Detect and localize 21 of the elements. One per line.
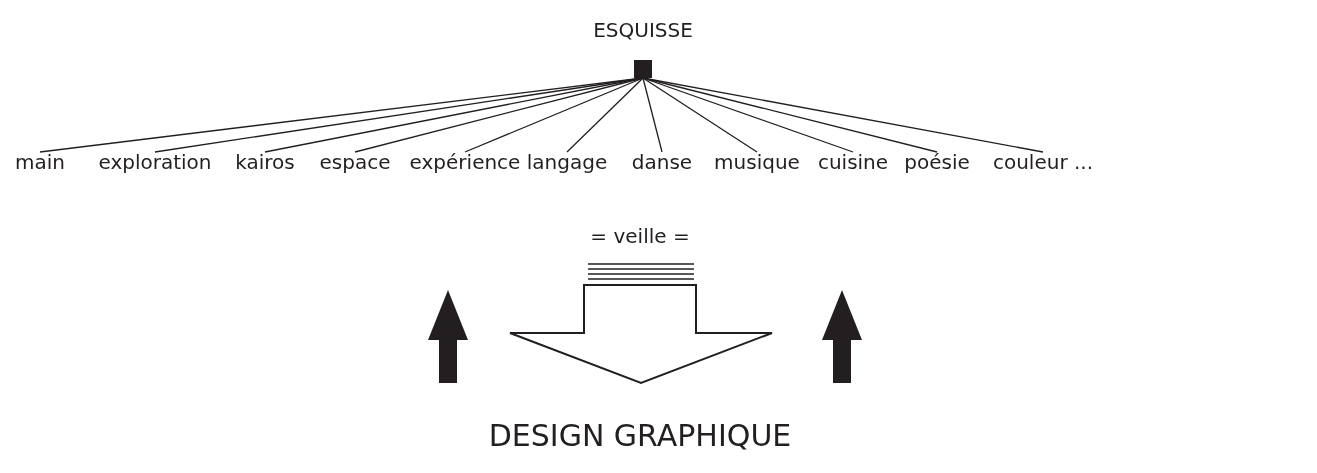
node-label: couleur ...	[992, 150, 1094, 174]
connector-line	[642, 77, 758, 153]
node-label: langage	[526, 150, 608, 174]
node-label: poésie	[904, 150, 970, 174]
connector-line	[566, 77, 644, 153]
connector-line	[464, 77, 644, 153]
node-label: main	[15, 150, 65, 174]
connector-line	[642, 77, 663, 153]
node-label: danse	[631, 150, 693, 174]
square-hub	[634, 60, 652, 78]
node-label: expérience	[409, 150, 521, 174]
node-label: espace	[319, 150, 391, 174]
node-label: = veille =	[590, 224, 690, 248]
node-label: exploration	[98, 150, 212, 174]
node-label: cuisine	[817, 150, 889, 174]
node-label: DESIGN GRAPHIQUE	[488, 418, 792, 454]
node-label: musique	[714, 150, 800, 174]
connector-line	[642, 77, 854, 153]
node-label: kairos	[235, 150, 295, 174]
hollow-block-arrow	[509, 284, 773, 385]
node-label: ESQUISSE	[593, 18, 693, 42]
